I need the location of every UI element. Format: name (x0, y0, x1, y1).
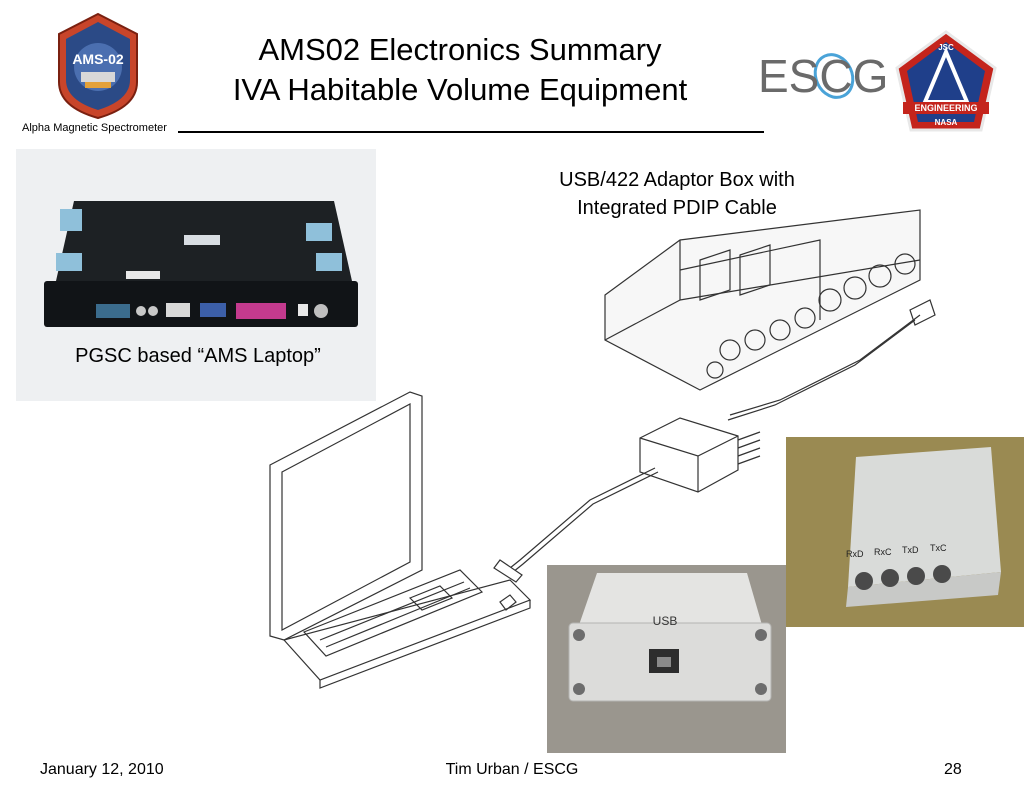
page-title: AMS02 Electronics Summary IVA Habitable … (180, 30, 740, 110)
laptop-photo (16, 149, 376, 401)
port-label-txc: TxC (930, 543, 947, 553)
port-label-rxd: RxD (846, 549, 864, 559)
jsc-logo-bottom: NASA (935, 118, 958, 127)
port-label-txd: TxD (902, 545, 919, 555)
title-line-2: IVA Habitable Volume Equipment (232, 72, 688, 107)
escg-logo-text: ESCG (758, 50, 888, 102)
adaptor-box-front-photo: RxD RxC TxD TxC (786, 437, 1024, 627)
laptop-drawing (269, 391, 532, 689)
jsc-logo-band: ENGINEERING (914, 103, 977, 113)
escg-logo: ESCG (756, 48, 890, 104)
adaptor-caption-line-2: Integrated PDIP Cable (577, 197, 777, 219)
header-rule (178, 131, 764, 133)
footer-author: Tim Urban / ESCG (445, 761, 579, 778)
footer-date: January 12, 2010 (40, 761, 164, 778)
adaptor-caption: USB/422 Adaptor Box with Integrated PDIP… (520, 166, 834, 222)
org-label: Alpha Magnetic Spectrometer (22, 122, 167, 134)
jsc-logo-top: JSC (938, 43, 954, 52)
adaptor-box-usb-photo: USB (547, 565, 786, 753)
usb-label: USB (653, 614, 678, 628)
adaptor-box-drawing (639, 417, 761, 493)
port-label-rxc: RxC (874, 547, 892, 557)
ams-logo-text: AMS-02 (72, 51, 124, 67)
ams02-logo: AMS-02 (55, 12, 141, 120)
page-number: 28 (944, 761, 962, 778)
equipment-line-drawing (260, 200, 960, 720)
laptop-caption: PGSC based “AMS Laptop” (75, 345, 321, 367)
title-line-1: AMS02 Electronics Summary (258, 32, 662, 67)
jsc-engineering-logo: JSC ENGINEERING NASA (893, 30, 999, 140)
adaptor-caption-line-1: USB/422 Adaptor Box with (559, 169, 795, 191)
pdip-panel-drawing (604, 209, 921, 391)
